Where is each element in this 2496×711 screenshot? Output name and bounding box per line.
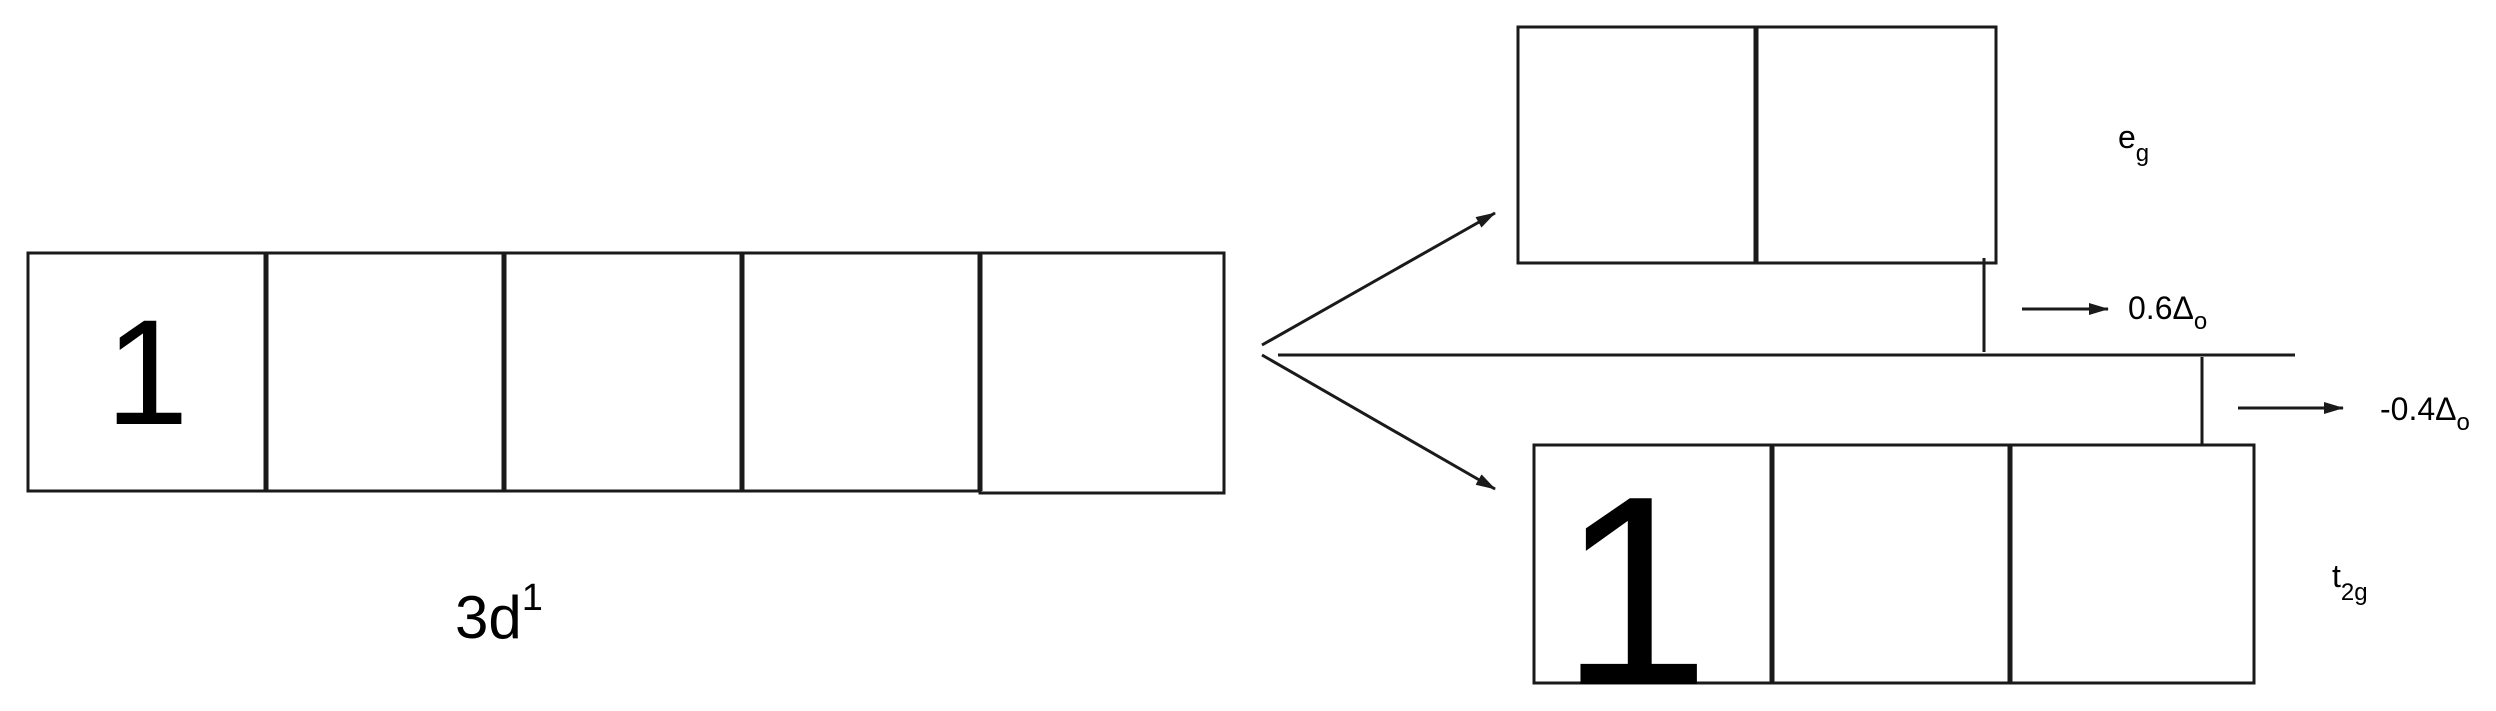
t2g-orbital-box-1 [1532,443,1774,685]
eg-energy-label: 0.6Δo [2128,290,2207,335]
free-ion-orbital-box-4 [740,251,982,493]
t2g-label: t2g [2332,558,2368,606]
free-ion-electron-1: 1 [105,288,188,456]
eg-orbital-box-2 [1754,25,1998,265]
t2g-orbital-box-2 [1770,443,2012,685]
t2g-orbital-row: 1 [1532,441,2256,711]
t2g-electron-1: 1 [1560,441,1710,711]
split-arrow-up [1261,211,1496,347]
split-arrow-down [1261,353,1496,491]
eg-label: eg [2118,119,2149,167]
free-ion-orbital-box-3 [502,251,744,493]
eg-orbital-row [1516,25,1998,265]
t2g-orbital-box-3 [2008,443,2256,685]
eg-orbital-box-1 [1516,25,1758,265]
free-ion-orbital-box-1 [26,251,268,493]
free-ion-orbital-box-5 [978,251,1226,495]
free-ion-orbital-box-2 [264,251,506,493]
free-ion-label: 3d1 [455,577,543,651]
t2g-energy-label: -0.4Δo [2380,391,2470,436]
free-ion-orbital-row: 1 [26,251,1226,495]
